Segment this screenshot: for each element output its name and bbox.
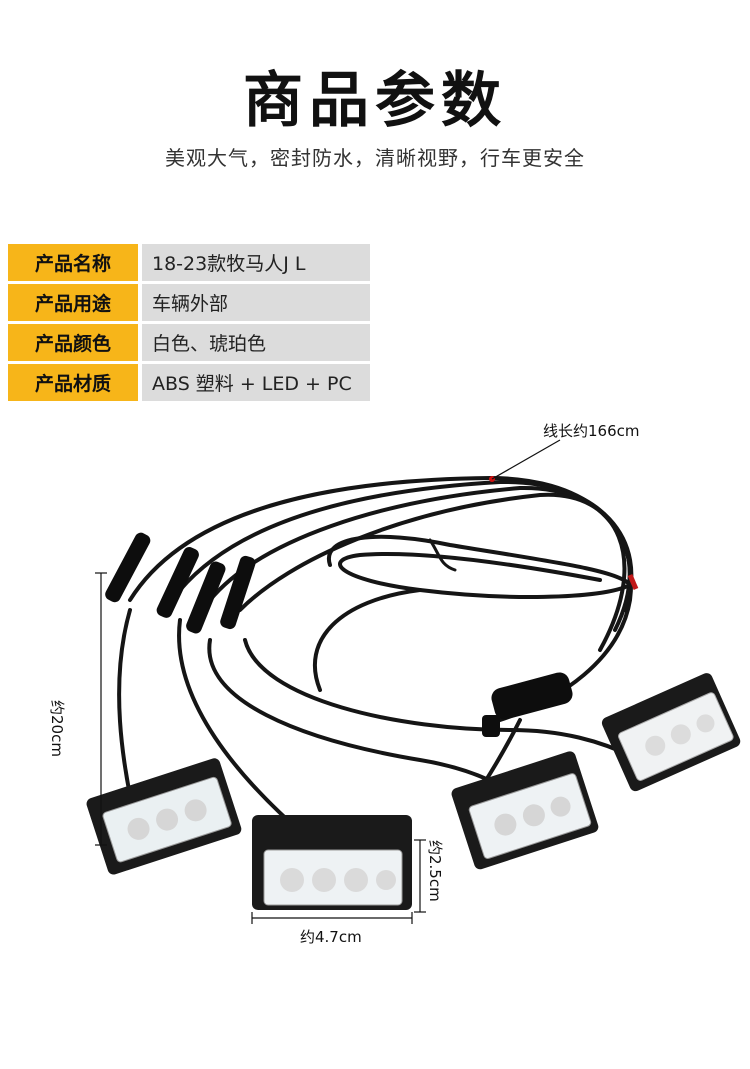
spec-table: 产品名称 18-23款牧马人J L 产品用途 车辆外部 产品颜色 白色、琥珀色 …	[8, 244, 370, 404]
spec-row-material: 产品材质 ABS 塑料 + LED + PC	[8, 364, 370, 401]
depth-label: 约2.5cm	[426, 840, 444, 902]
lamp-left	[86, 758, 242, 875]
spec-label: 产品用途	[8, 284, 138, 321]
spec-row-usage: 产品用途 车辆外部	[8, 284, 370, 321]
connectors	[105, 532, 573, 737]
page-title: 商品参数	[243, 66, 507, 136]
width-label: 约4.7cm	[300, 928, 362, 946]
spec-value: 白色、琥珀色	[142, 324, 370, 361]
spec-label: 产品材质	[8, 364, 138, 401]
spec-row-color: 产品颜色 白色、琥珀色	[8, 324, 370, 361]
dimension-lines	[95, 439, 561, 924]
spec-value: 车辆外部	[142, 284, 370, 321]
page-subtitle: 美观大气，密封防水，清晰视野，行车更安全	[165, 146, 585, 170]
cable-length-label: 线长约166cm	[543, 422, 640, 440]
spec-value: 18-23款牧马人J L	[142, 244, 370, 281]
height-label: 约20cm	[48, 700, 66, 757]
lamp-right-front	[451, 751, 599, 870]
spec-label: 产品颜色	[8, 324, 138, 361]
spec-label: 产品名称	[8, 244, 138, 281]
lamp-center	[252, 815, 412, 910]
spec-row-name: 产品名称 18-23款牧马人J L	[8, 244, 370, 281]
spec-value: ABS 塑料 + LED + PC	[142, 364, 370, 401]
product-photo	[86, 439, 741, 924]
lamp-right-back	[601, 673, 741, 792]
